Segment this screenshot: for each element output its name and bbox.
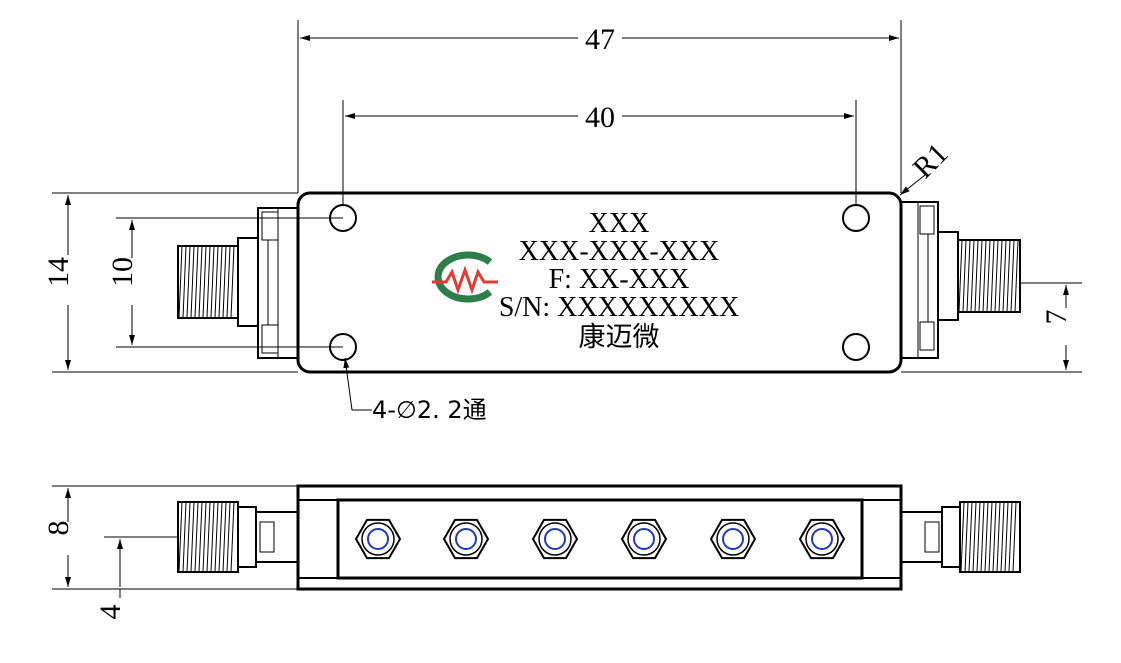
hex-feedthrough-icon bbox=[798, 518, 846, 560]
sma-connector-side-left-icon bbox=[177, 501, 299, 573]
hex-feedthrough-icon bbox=[354, 518, 402, 560]
label-line-2: XXX-XXX-XXX bbox=[519, 236, 720, 267]
dim-hole-spacing: 40 bbox=[342, 100, 857, 205]
sma-connector-side-right-icon bbox=[900, 501, 1021, 573]
dim-10-text: 10 bbox=[106, 257, 139, 287]
mount-hole-bottom-right bbox=[842, 333, 870, 361]
dim-r1-text: R1 bbox=[907, 137, 955, 185]
sma-connector-right-icon bbox=[900, 201, 1021, 359]
dim-40-text: 40 bbox=[585, 101, 615, 134]
hole-callout: 4-∅2. 2通 bbox=[343, 357, 487, 424]
hex-feedthrough-icon bbox=[442, 518, 490, 560]
mount-hole-top-right bbox=[842, 204, 870, 232]
label-line-1: XXX bbox=[589, 208, 650, 239]
hex-feedthrough-icon bbox=[620, 518, 668, 560]
dim-overall-width: 47 bbox=[297, 20, 902, 193]
dim-corner-radius: R1 bbox=[899, 137, 955, 196]
dim-8-text: 8 bbox=[42, 521, 75, 536]
dim-connector-center-height: 7 bbox=[901, 282, 1082, 373]
hex-feedthrough-icon bbox=[531, 518, 579, 560]
dim-47-text: 47 bbox=[585, 23, 615, 56]
dim-7-text: 7 bbox=[1040, 310, 1073, 325]
hole-callout-text: 4-∅2. 2通 bbox=[372, 396, 487, 424]
hex-feedthrough-icon bbox=[709, 518, 757, 560]
top-view: XXX XXX-XXX-XXX F: XX-XXX S/N: XXXXXXXXX… bbox=[42, 20, 1082, 424]
label-brand: 康迈微 bbox=[579, 322, 660, 353]
side-view: 8 4 bbox=[42, 484, 1021, 620]
dim-hole-vertical-spacing: 10 bbox=[106, 217, 343, 348]
dim-side-height: 8 bbox=[42, 485, 298, 590]
sma-connector-left-icon bbox=[177, 207, 299, 359]
side-panel bbox=[336, 498, 864, 580]
dim-4-text: 4 bbox=[94, 605, 127, 620]
dim-side-connector-height: 4 bbox=[94, 536, 178, 620]
dim-body-height: 14 bbox=[42, 192, 298, 373]
kangmaiwei-logo-icon bbox=[432, 251, 498, 303]
label-line-4: S/N: XXXXXXXXX bbox=[499, 292, 739, 323]
label-line-3: F: XX-XXX bbox=[549, 264, 690, 295]
dim-14-text: 14 bbox=[42, 257, 75, 287]
